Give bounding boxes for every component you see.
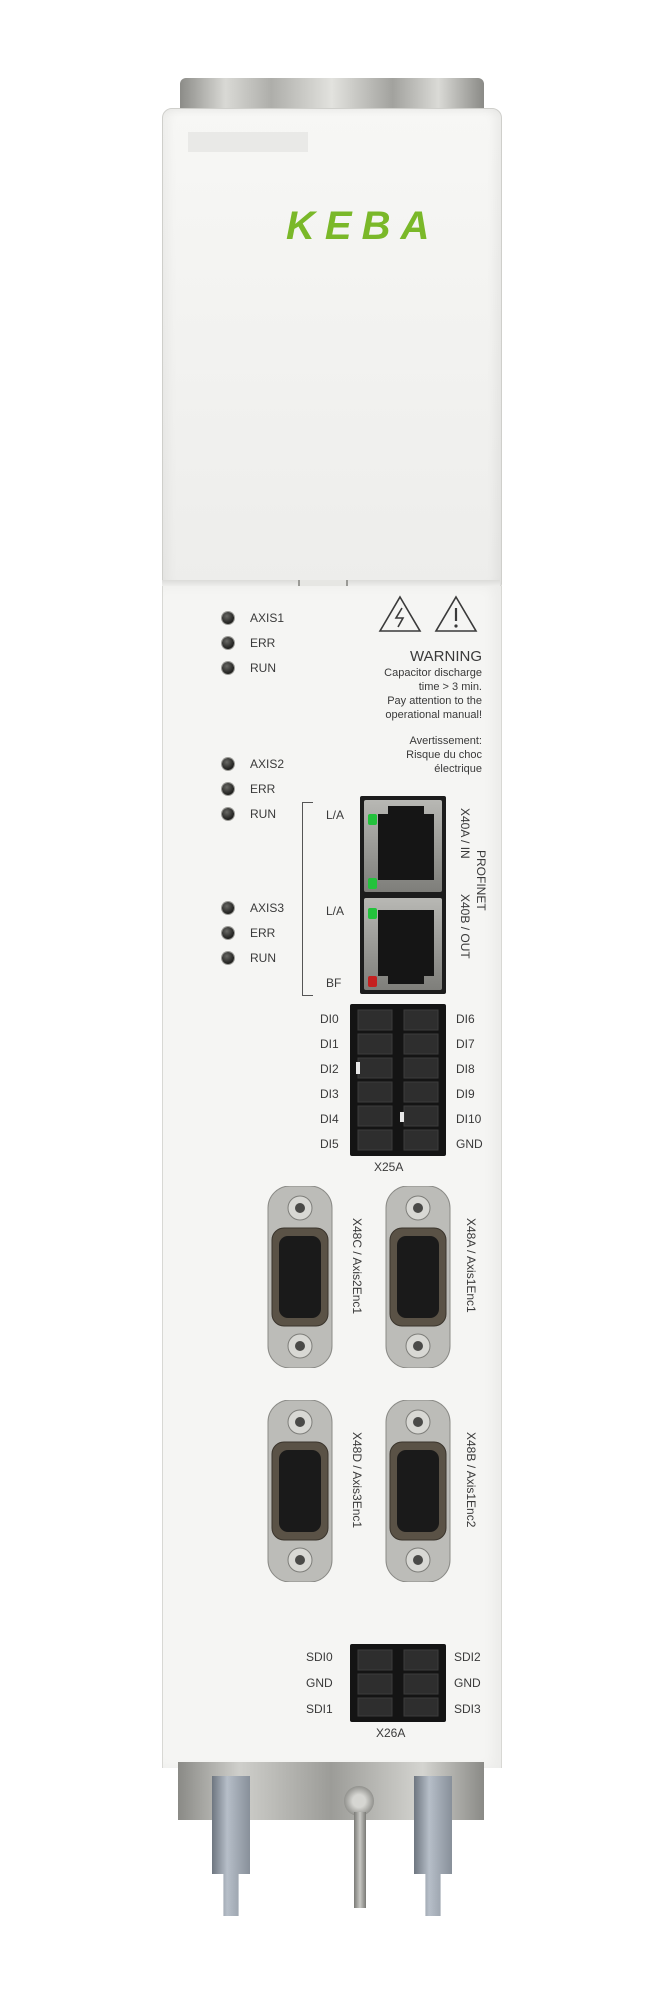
- bottom-rail-right: [414, 1776, 452, 1916]
- warning-line-3: Pay attention to the: [387, 695, 482, 707]
- label-x48a: X48A / Axis1Enc1: [464, 1218, 478, 1313]
- x26a-label-sdi1: SDI1: [306, 1702, 333, 1716]
- x25a-name: X25A: [374, 1160, 404, 1174]
- label-x40a-in: X40A / IN: [458, 808, 472, 859]
- label-err1: ERR: [250, 636, 276, 650]
- dsub-x48b[interactable]: [380, 1400, 456, 1582]
- label-err3: ERR: [250, 926, 276, 940]
- led-run2: [222, 808, 234, 820]
- led-err3: [222, 927, 234, 939]
- led-axis1: [222, 612, 234, 624]
- label-axis1: AXIS1: [250, 611, 285, 625]
- x25a-label-di5: DI5: [320, 1137, 339, 1151]
- led-err1: [222, 637, 234, 649]
- x26a-label-gnd-r: GND: [454, 1676, 481, 1690]
- label-x40b-out: X40B / OUT: [458, 894, 472, 959]
- x26a-label-gnd-l: GND: [306, 1676, 333, 1690]
- led-axis2: [222, 758, 234, 770]
- label-x48c: X48C / Axis2Enc1: [350, 1218, 364, 1315]
- x25a-label-di2: DI2: [320, 1062, 339, 1076]
- label-la-2: L/A: [326, 904, 345, 918]
- label-run2: RUN: [250, 807, 276, 821]
- label-axis3: AXIS3: [250, 901, 285, 915]
- warning-line-2: time > 3 min.: [418, 681, 482, 693]
- led-la-2b: [368, 908, 377, 919]
- warning-line-1: Capacitor discharge: [384, 667, 482, 679]
- warning-fr-line-1: Avertissement:: [409, 735, 482, 747]
- warning-fr-line-3: électrique: [434, 763, 482, 775]
- label-x48d: X48D / Axis3Enc1: [350, 1432, 364, 1529]
- x26a-label-sdi0: SDI0: [306, 1650, 333, 1664]
- x26a-label-sdi2: SDI2: [454, 1650, 481, 1664]
- ground-screw-icon: [344, 1786, 374, 1816]
- led-run3: [222, 952, 234, 964]
- led-la-2a: [368, 878, 377, 889]
- x25a-label-di0: DI0: [320, 1012, 339, 1026]
- led-la-1: [368, 814, 377, 825]
- x25a-label-di1: DI1: [320, 1037, 339, 1051]
- ground-stud: [354, 1812, 366, 1908]
- caution-icon: [434, 595, 478, 632]
- x25a-label-di8: DI8: [456, 1062, 475, 1076]
- x25a-terminal-block[interactable]: [350, 1004, 446, 1156]
- dsub-x48c[interactable]: [262, 1186, 338, 1368]
- x25a-label-di10: DI10: [456, 1112, 482, 1126]
- x26a-name: X26A: [376, 1726, 406, 1740]
- rj45-port-x40a[interactable]: [364, 800, 442, 892]
- rj45-port-x40b[interactable]: [364, 898, 442, 990]
- x25a-label-di7: DI7: [456, 1037, 475, 1051]
- profinet-bracket: [302, 802, 313, 996]
- label-bf: BF: [326, 976, 342, 990]
- label-run3: RUN: [250, 951, 276, 965]
- label-run1: RUN: [250, 661, 276, 675]
- front-cover: [162, 108, 502, 588]
- label-profinet: PROFINET: [474, 850, 488, 911]
- x25a-label-di3: DI3: [320, 1087, 339, 1101]
- led-err2: [222, 783, 234, 795]
- keba-logo: KEBA: [286, 204, 440, 248]
- bottom-rail-left: [212, 1776, 250, 1916]
- dsub-x48d[interactable]: [262, 1400, 338, 1582]
- warning-text: WARNING Capacitor discharge time > 3 min…: [330, 648, 482, 776]
- led-bf: [368, 976, 377, 987]
- x25a-label-di6: DI6: [456, 1012, 475, 1026]
- x25a-label-di9: DI9: [456, 1087, 475, 1101]
- x26a-terminal-block[interactable]: [350, 1644, 446, 1722]
- warning-line-4: operational manual!: [385, 709, 482, 721]
- warning-title: WARNING: [410, 648, 482, 665]
- x26a-label-sdi3: SDI3: [454, 1702, 481, 1716]
- x25a-label-di4: DI4: [320, 1112, 339, 1126]
- electric-hazard-icon: [378, 595, 422, 632]
- warning-fr-line-2: Risque du choc: [406, 749, 482, 761]
- label-x48b: X48B / Axis1Enc2: [464, 1432, 478, 1528]
- label-err2: ERR: [250, 782, 276, 796]
- led-run1: [222, 662, 234, 674]
- led-axis3: [222, 902, 234, 914]
- label-la-1: L/A: [326, 808, 345, 822]
- dsub-x48a[interactable]: [380, 1186, 456, 1368]
- label-axis2: AXIS2: [250, 757, 285, 771]
- cover-label-strip: [188, 132, 308, 152]
- x25a-label-gnd: GND: [456, 1137, 483, 1151]
